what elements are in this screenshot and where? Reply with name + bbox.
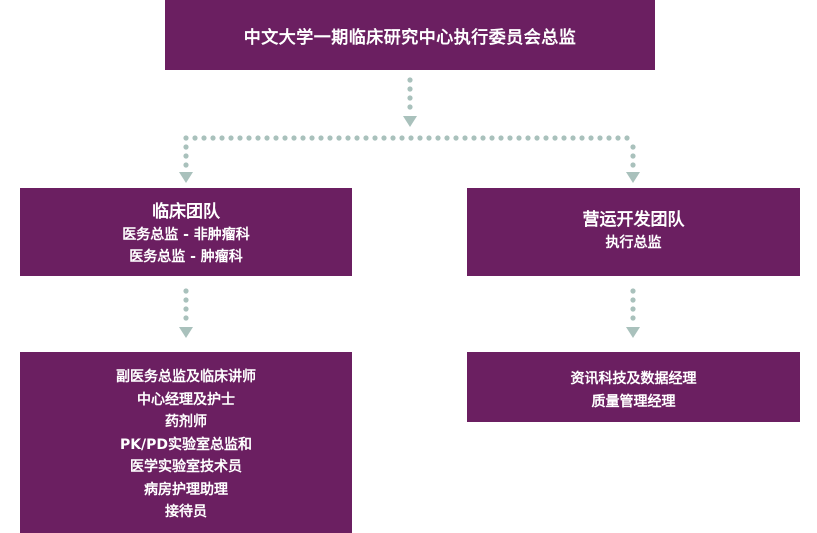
clinical-staff-item: PK/PD实验室总监和 (119, 436, 253, 453)
root-title: 中文大学一期临床研究中心执行委员会总监 (243, 27, 577, 48)
clinical-staff-connector (179, 288, 193, 338)
clinical-team-box: 临床团队 医务总监 - 非肿瘤科 医务总监 - 肿瘤科 (20, 188, 352, 276)
root-connector (403, 77, 417, 127)
clinical-staff-item: 副医务总监及临床讲师 (116, 369, 256, 385)
operations-team-box: 营运开发团队 执行总监 (467, 188, 800, 276)
operations-team-line: 执行总监 (605, 235, 662, 251)
clinical-team-title: 临床团队 (152, 202, 220, 222)
operations-team-title: 营运开发团队 (582, 210, 685, 230)
clinical-staff-item: 中心经理及护士 (137, 391, 235, 408)
clinical-team-line: 医务总监 - 非肿瘤科 (122, 227, 250, 243)
operations-staff-item: 质量管理经理 (591, 393, 676, 410)
operations-staff-connector (626, 288, 640, 338)
operations-connector (626, 144, 640, 183)
clinical-staff-box: 副医务总监及临床讲师 中心经理及护士 药剂师 PK/PD实验室总监和 医学实验室… (20, 352, 352, 533)
operations-staff-box: 资讯科技及数据经理 质量管理经理 (467, 352, 800, 422)
clinical-staff-item: 病房护理助理 (144, 481, 228, 498)
horizontal-connector (183, 135, 630, 141)
operations-staff-item: 资讯科技及数据经理 (570, 371, 697, 387)
clinical-staff-item: 药剂师 (165, 414, 207, 430)
clinical-connector (179, 144, 193, 183)
clinical-staff-item: 医学实验室技术员 (130, 459, 242, 475)
clinical-staff-item: 接待员 (165, 504, 207, 520)
executive-committee-director-box: 中文大学一期临床研究中心执行委员会总监 (165, 0, 655, 70)
clinical-team-line: 医务总监 - 肿瘤科 (129, 249, 243, 265)
